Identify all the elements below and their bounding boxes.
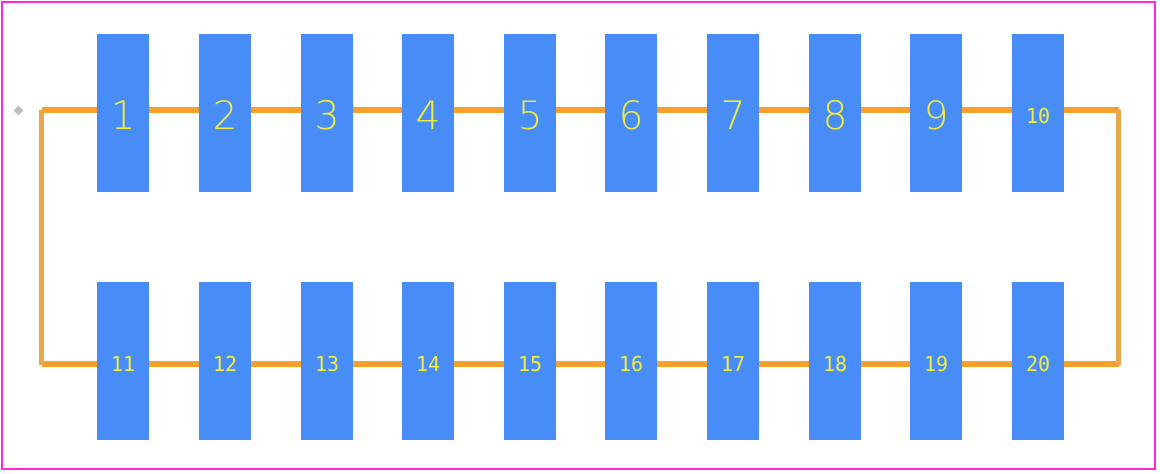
pad-label: 8 [822, 93, 848, 139]
pad-label: 2 [212, 93, 238, 139]
pad-label: 7 [720, 93, 746, 139]
pad-label: 14 [415, 352, 441, 376]
pad-17: 17 [707, 282, 759, 440]
pad-label: 12 [212, 352, 238, 376]
pad-3: 3 [301, 34, 353, 192]
pad-label: 18 [822, 352, 848, 376]
pad-label: 19 [923, 352, 949, 376]
silkscreen-right-line [1116, 110, 1121, 365]
pad-20: 20 [1012, 282, 1064, 440]
pad-label: 11 [110, 352, 136, 376]
pad-label: 10 [1025, 104, 1051, 128]
pad-11: 11 [97, 282, 149, 440]
silkscreen-left-line [39, 110, 44, 365]
pad-10: 10 [1012, 34, 1064, 192]
pad-2: 2 [199, 34, 251, 192]
origin-marker-icon [13, 105, 24, 116]
pad-label: 4 [415, 93, 441, 139]
pad-13: 13 [301, 282, 353, 440]
pad-label: 9 [923, 93, 949, 139]
pad-18: 18 [809, 282, 861, 440]
pad-label: 16 [618, 352, 644, 376]
pad-label: 20 [1025, 352, 1051, 376]
pad-label: 15 [517, 352, 543, 376]
pad-label: 1 [110, 93, 136, 139]
pad-14: 14 [402, 282, 454, 440]
pad-label: 3 [314, 93, 340, 139]
pad-7: 7 [707, 34, 759, 192]
pad-16: 16 [605, 282, 657, 440]
pad-label: 13 [314, 352, 340, 376]
silkscreen-bottom-line [42, 361, 1119, 367]
pad-label: 17 [720, 352, 746, 376]
pad-15: 15 [504, 282, 556, 440]
pad-5: 5 [504, 34, 556, 192]
pad-8: 8 [809, 34, 861, 192]
pad-4: 4 [402, 34, 454, 192]
pad-9: 9 [910, 34, 962, 192]
silkscreen-top-line [42, 107, 1119, 113]
pad-label: 5 [517, 93, 543, 139]
pad-6: 6 [605, 34, 657, 192]
pad-19: 19 [910, 282, 962, 440]
pad-12: 12 [199, 282, 251, 440]
pad-label: 6 [618, 93, 644, 139]
pad-1: 1 [97, 34, 149, 192]
